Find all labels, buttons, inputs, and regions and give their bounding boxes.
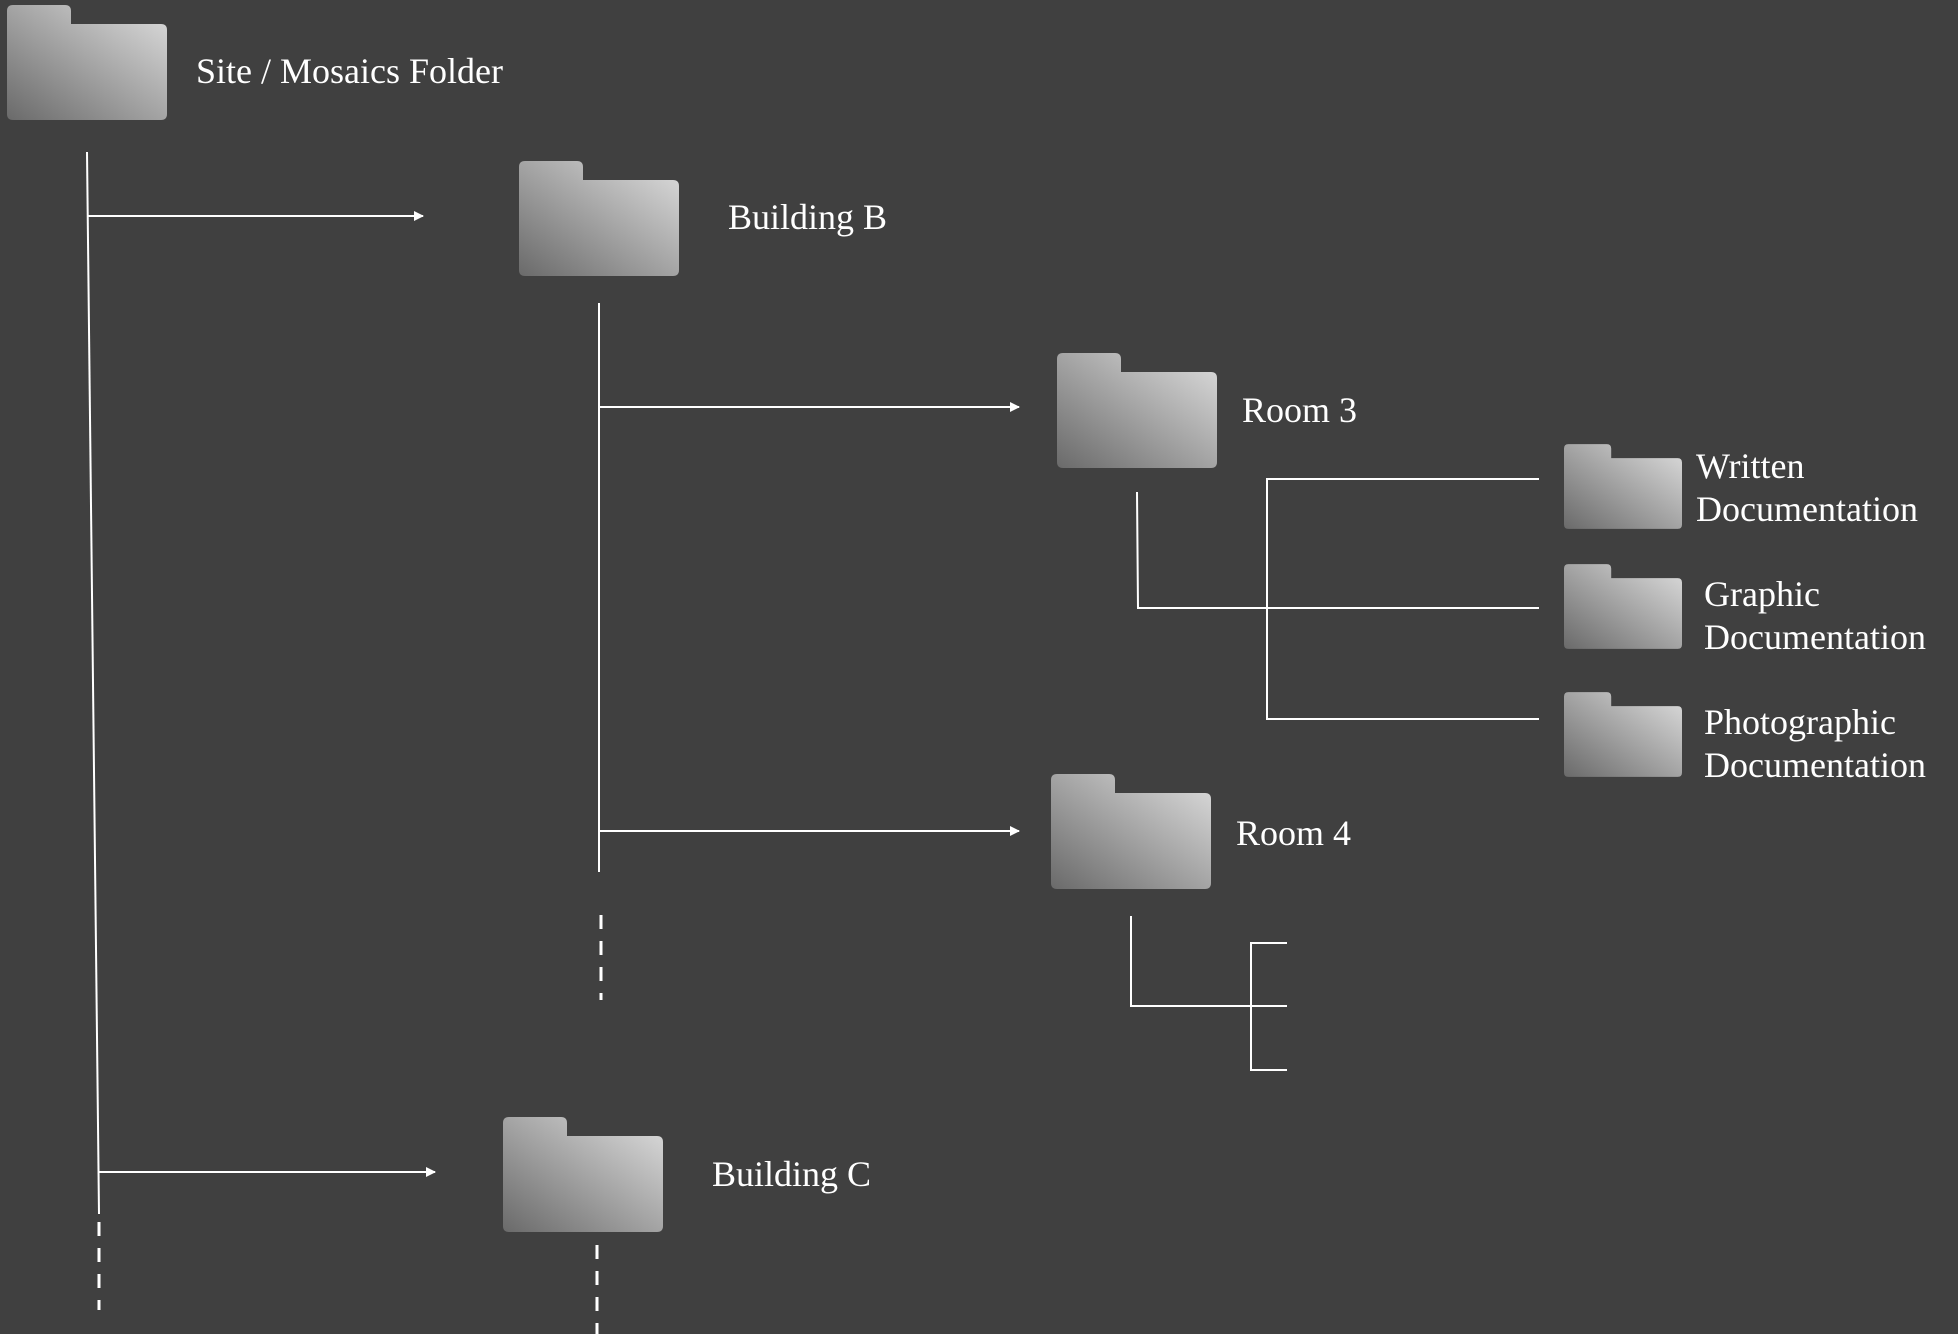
graphic-label-line2: Documentation xyxy=(1704,617,1926,657)
photographic-documentation-folder-icon xyxy=(1564,692,1682,777)
building-b-label: Building B xyxy=(728,197,888,237)
room-4-branch-line xyxy=(1130,916,1287,1007)
site-trunk-line xyxy=(86,151,100,1215)
connector-lines xyxy=(86,151,1539,1334)
graphic-documentation-label: Graphic Documentation xyxy=(1704,573,1926,659)
photographic-label-line2: Documentation xyxy=(1704,745,1926,785)
site-label: Site / Mosaics Folder xyxy=(196,51,503,91)
written-documentation-label: Written Documentation xyxy=(1696,445,1918,531)
room-3-folder-icon xyxy=(1057,353,1217,468)
written-label-line1: Written xyxy=(1696,446,1805,486)
graphic-documentation-folder-icon xyxy=(1564,564,1682,649)
graphic-label-line1: Graphic xyxy=(1704,574,1820,614)
room-3-to-graphic-line xyxy=(1136,491,1539,609)
site-folder-icon xyxy=(7,5,167,120)
photographic-documentation-label: Photographic Documentation xyxy=(1704,701,1926,787)
room-3-label: Room 3 xyxy=(1242,390,1358,430)
room-3-documents-bracket xyxy=(1266,478,1539,720)
written-label-line2: Documentation xyxy=(1696,489,1918,529)
room-4-folder-icon xyxy=(1051,774,1211,889)
photographic-label-line1: Photographic xyxy=(1704,702,1896,742)
folders xyxy=(7,5,1682,1232)
building-c-label: Building C xyxy=(712,1154,872,1194)
written-documentation-folder-icon xyxy=(1564,444,1682,529)
room-4-documents-bracket xyxy=(1250,942,1287,1071)
building-b-folder-icon xyxy=(519,161,679,276)
room-4-label: Room 4 xyxy=(1236,813,1352,853)
building-c-folder-icon xyxy=(503,1117,663,1232)
